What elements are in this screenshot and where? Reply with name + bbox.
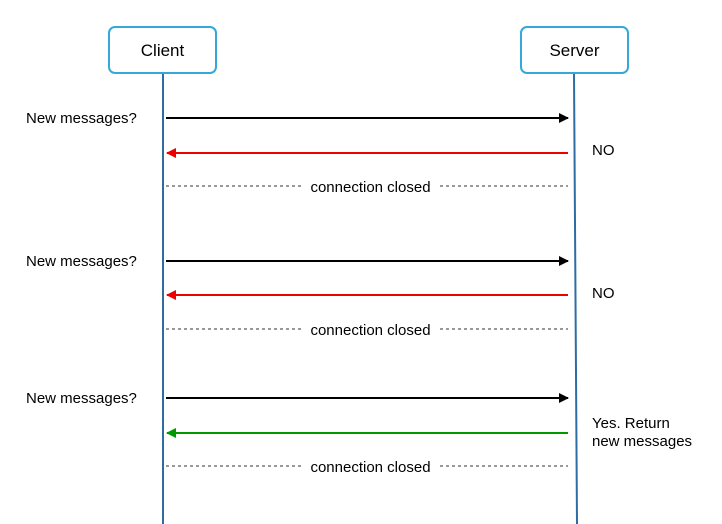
client-box (108, 26, 217, 74)
closed-label: connection closed (310, 459, 430, 476)
exchange-3: New messages? Yes. Return new messages c… (26, 390, 692, 476)
closed-label: connection closed (310, 179, 430, 196)
request-label: New messages? (26, 253, 137, 270)
client-participant: Client (108, 26, 217, 74)
server-participant: Server (520, 26, 629, 74)
server-lifeline (573, 72, 578, 524)
server-box (520, 26, 629, 74)
request-label: New messages? (26, 110, 137, 127)
exchange-2: New messages? NO connection closed (26, 253, 615, 339)
closed-label: connection closed (310, 322, 430, 339)
server-label: Server (549, 41, 599, 60)
client-label: Client (141, 41, 185, 60)
response-label: NO (592, 142, 615, 159)
request-label: New messages? (26, 390, 137, 407)
response-label-line-2: new messages (592, 433, 692, 450)
exchange-1: New messages? NO connection closed (26, 110, 615, 196)
response-label-line-1: Yes. Return (592, 415, 670, 432)
response-label: NO (592, 285, 615, 302)
